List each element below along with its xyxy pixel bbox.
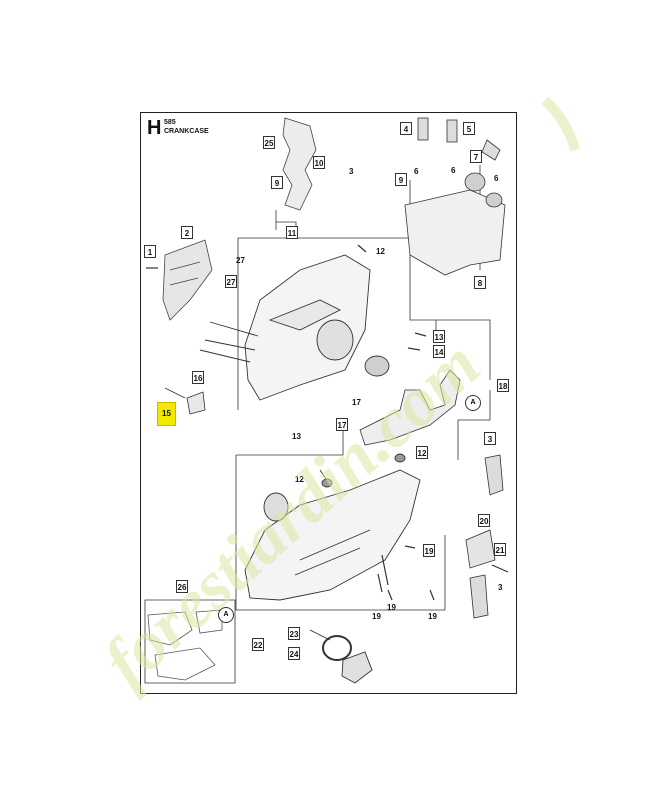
callout-24: 24 bbox=[288, 647, 300, 660]
label-6c: 6 bbox=[494, 174, 499, 183]
part-oil-pump bbox=[309, 629, 373, 684]
callout-9b: 9 bbox=[395, 173, 407, 186]
reference-marker-a-2: A bbox=[218, 607, 234, 623]
callout-26: 26 bbox=[176, 580, 188, 593]
part-gasket-set bbox=[147, 609, 223, 681]
screw-set bbox=[146, 244, 509, 601]
model-number: 585 bbox=[164, 119, 176, 126]
callout-10: 10 bbox=[313, 156, 325, 169]
label-19c: 19 bbox=[428, 612, 437, 621]
part-side-guard bbox=[359, 369, 461, 446]
callout-7: 7 bbox=[470, 150, 482, 163]
callout-27: 27 bbox=[225, 275, 237, 288]
callout-21: 21 bbox=[494, 543, 506, 556]
callout-9: 9 bbox=[271, 176, 283, 189]
label-19b: 19 bbox=[372, 612, 381, 621]
callout-8: 8 bbox=[474, 276, 486, 289]
label-12a: 12 bbox=[376, 247, 385, 256]
callout-22: 22 bbox=[252, 638, 264, 651]
label-19a: 19 bbox=[387, 603, 396, 612]
callout-2: 2 bbox=[181, 226, 193, 239]
callout-17: 17 bbox=[336, 418, 348, 431]
label-3: 3 bbox=[349, 167, 354, 176]
label-27: 27 bbox=[236, 256, 245, 265]
part-crankcase-half-1 bbox=[199, 254, 390, 401]
part-crankcase-half-2 bbox=[244, 453, 421, 601]
label-3b: 3 bbox=[498, 583, 503, 592]
label-12c: 12 bbox=[295, 475, 304, 484]
label-13: 13 bbox=[292, 432, 301, 441]
callout-3: 3 bbox=[484, 432, 496, 445]
callout-1: 1 bbox=[144, 245, 156, 258]
callout-18: 18 bbox=[497, 379, 509, 392]
callout-23: 23 bbox=[288, 627, 300, 640]
reference-marker-a: A bbox=[465, 395, 481, 411]
callout-4: 4 bbox=[400, 122, 412, 135]
callout-14: 14 bbox=[433, 345, 445, 358]
part-chain-guide bbox=[282, 117, 317, 211]
callout-5: 5 bbox=[463, 122, 475, 135]
part-bracket-20 bbox=[465, 454, 504, 619]
callout-25: 25 bbox=[263, 136, 275, 149]
part-cylinder-assembly bbox=[404, 117, 506, 276]
section-letter: H bbox=[147, 117, 162, 139]
highlighted-part-15: 15 bbox=[157, 402, 176, 426]
callout-11: 11 bbox=[286, 226, 298, 239]
callout-20: 20 bbox=[478, 514, 490, 527]
callout-13: 13 bbox=[433, 330, 445, 343]
label-6b: 6 bbox=[451, 166, 456, 175]
label-6a: 6 bbox=[414, 167, 419, 176]
callout-12: 12 bbox=[416, 446, 428, 459]
part-bracket-16 bbox=[164, 387, 206, 415]
part-plate-2 bbox=[162, 239, 213, 321]
label-17: 17 bbox=[352, 398, 361, 407]
section-name: CRANKCASE bbox=[164, 128, 209, 135]
callout-19: 19 bbox=[423, 544, 435, 557]
callout-16: 16 bbox=[192, 371, 204, 384]
